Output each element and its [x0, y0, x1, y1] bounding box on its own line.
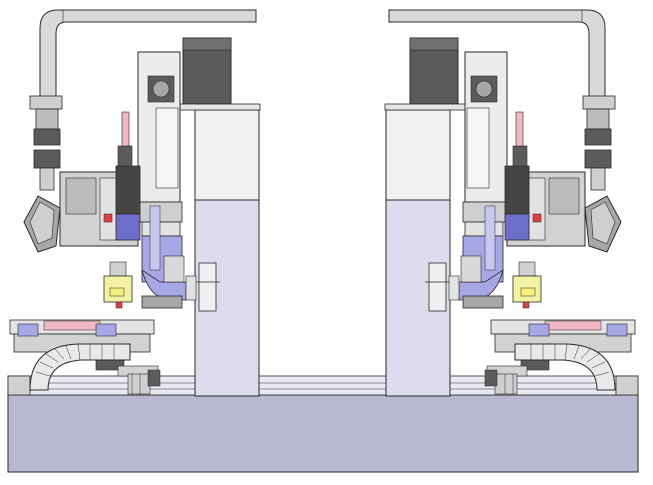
actuator-block	[115, 213, 141, 241]
servo-motor	[115, 165, 141, 215]
cable-carrier	[29, 343, 131, 391]
overhead-cable-duct	[39, 9, 257, 103]
pink-air-line	[121, 111, 130, 147]
base-left-end-block	[7, 375, 31, 396]
left-head-assembly	[9, 9, 257, 395]
left-column	[179, 37, 261, 397]
spindle-head	[139, 201, 183, 223]
base-top-rail	[7, 375, 639, 396]
base-right-end-block	[615, 375, 639, 396]
right-column	[384, 37, 466, 397]
duct-mount-bracket	[29, 95, 63, 110]
machine-base	[7, 394, 639, 473]
